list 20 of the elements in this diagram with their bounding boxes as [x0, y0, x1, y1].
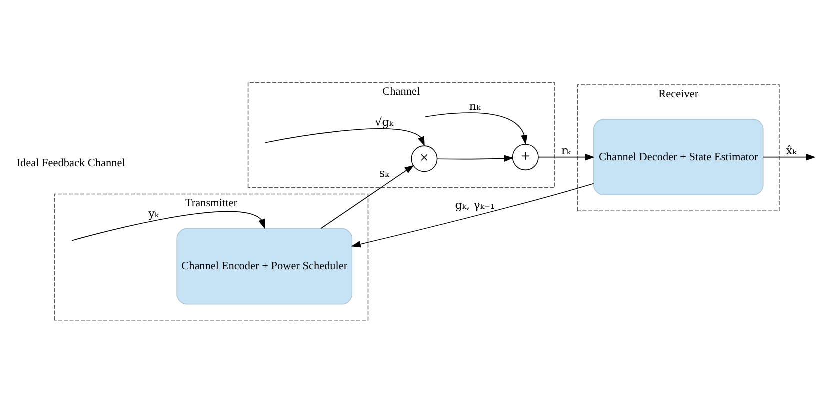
node-circle: +: [512, 144, 539, 171]
arrow: [320, 165, 414, 230]
arrow: [763, 154, 816, 161]
arrow: [436, 155, 514, 162]
arrow: [424, 112, 528, 145]
arrow: [538, 154, 595, 161]
node-box: Channel Encoder + Power Scheduler: [176, 228, 353, 305]
edge-label: yₖ: [148, 208, 160, 221]
arrow: [351, 183, 594, 248]
edge-label: gₖ, γₖ₋₁: [455, 198, 495, 212]
label: Ideal Feedback Channel: [16, 158, 126, 170]
arrow: [265, 128, 425, 146]
edge-label: nₖ: [469, 100, 481, 114]
node-box: Channel Decoder + State Estimator: [594, 119, 764, 196]
edge-label: sₖ: [379, 166, 390, 180]
edge-label: rₖ: [561, 144, 571, 158]
node-circle: ×: [411, 146, 438, 172]
edge-label: x̂ₖ: [786, 144, 797, 158]
arrow: [72, 211, 266, 242]
edge-label: √gₖ: [375, 116, 394, 130]
